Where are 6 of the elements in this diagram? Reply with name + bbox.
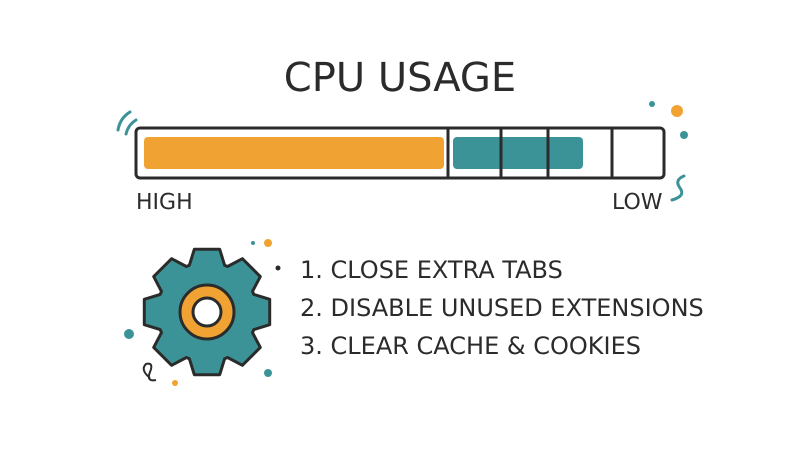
title: CPU USAGE — [282, 58, 518, 98]
list-item: 1. CLOSE EXTRA TABS — [300, 258, 563, 282]
scale-label: LOW — [612, 192, 663, 214]
list-item: 3. CLEAR CACHE & COOKIES — [300, 334, 641, 358]
list-item: 2. DISABLE UNUSED EXTENSIONS — [300, 296, 704, 320]
scale-label: HIGH — [136, 192, 193, 214]
